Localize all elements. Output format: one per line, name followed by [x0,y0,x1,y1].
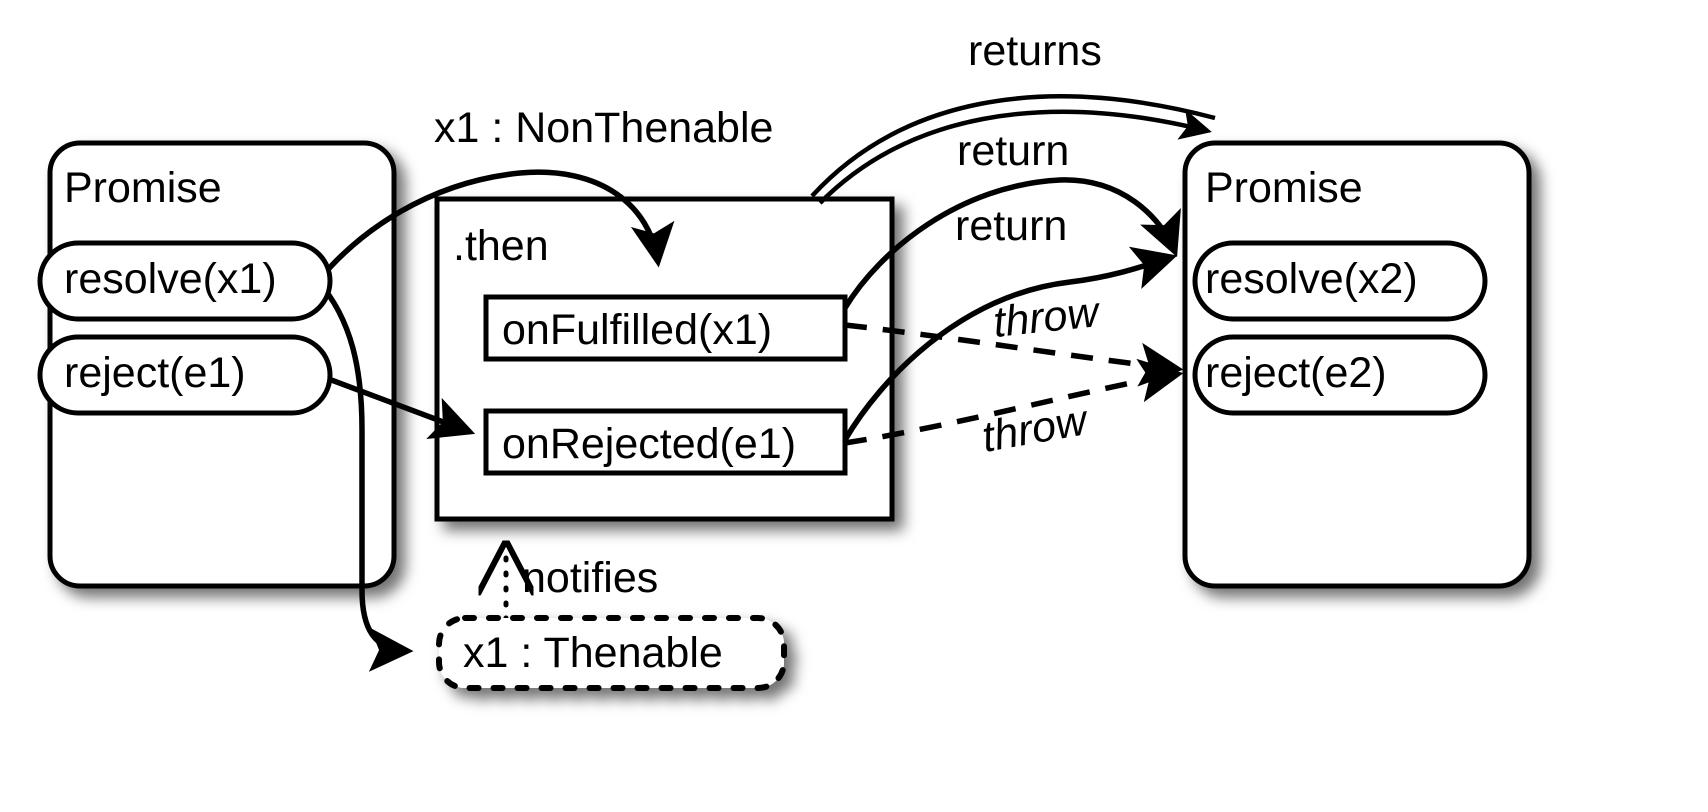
thenable-node[interactable]: x1 : Thenable [436,615,787,691]
promise-right-resolve[interactable]: resolve(x2) [1192,240,1488,322]
reject-e2-shape [1192,334,1488,416]
promise-right-reject[interactable]: reject(e2) [1192,334,1488,416]
promise-left-reject[interactable]: reject(e1) [37,334,333,416]
edge-returns-outer [810,94,1216,198]
edge-notifies-label: notifies [522,554,658,602]
promise-right-title: Promise [1205,164,1363,212]
reject-e2-label: reject(e2) [1205,349,1387,397]
on-rejected-label: onRejected(e1) [502,420,796,468]
on-fulfilled-shape [483,294,848,362]
edge-returns-label: returns [968,27,1102,75]
edge-return-rejected-label: return [955,202,1067,250]
edge-throw-rejected-path [844,358,1184,446]
on-rejected-shape [483,408,848,476]
thenable-label: x1 : Thenable [463,629,723,677]
edge-throw-fulfilled-path [844,322,1184,387]
promise-left-resolve[interactable]: resolve(x1) [37,240,333,322]
edge-reject-to-onrejected-path [317,372,476,440]
edge-resolve-to-thenable-path [315,279,414,672]
then-title: .then [453,222,549,270]
resolve-x2-shape [1192,240,1488,322]
resolve-x1-label: resolve(x1) [64,255,277,303]
reject-e1-shape [37,334,333,416]
thenable-shape [436,615,787,691]
on-fulfilled-label: onFulfilled(x1) [502,306,772,354]
then-on-rejected[interactable]: onRejected(e1) [483,408,848,476]
then-on-fulfilled[interactable]: onFulfilled(x1) [483,294,848,362]
edge-return-fulfilled-path [842,177,1181,310]
reject-e1-label: reject(e1) [64,349,246,397]
edge-throw-fulfilled-label: throw [991,288,1104,347]
edge-return-fulfilled-label: return [957,127,1069,175]
edge-returns-inner [818,109,1212,205]
edge-return-rejected-path [842,246,1178,442]
edge-nonthenable-label: x1 : NonThenable [434,104,773,152]
resolve-x1-shape [37,240,333,322]
resolve-x2-label: resolve(x2) [1205,255,1418,303]
edge-throw-rejected-label: throw [978,396,1093,462]
edge-nonthenable-path [315,169,675,283]
promise-left-title: Promise [64,164,222,212]
